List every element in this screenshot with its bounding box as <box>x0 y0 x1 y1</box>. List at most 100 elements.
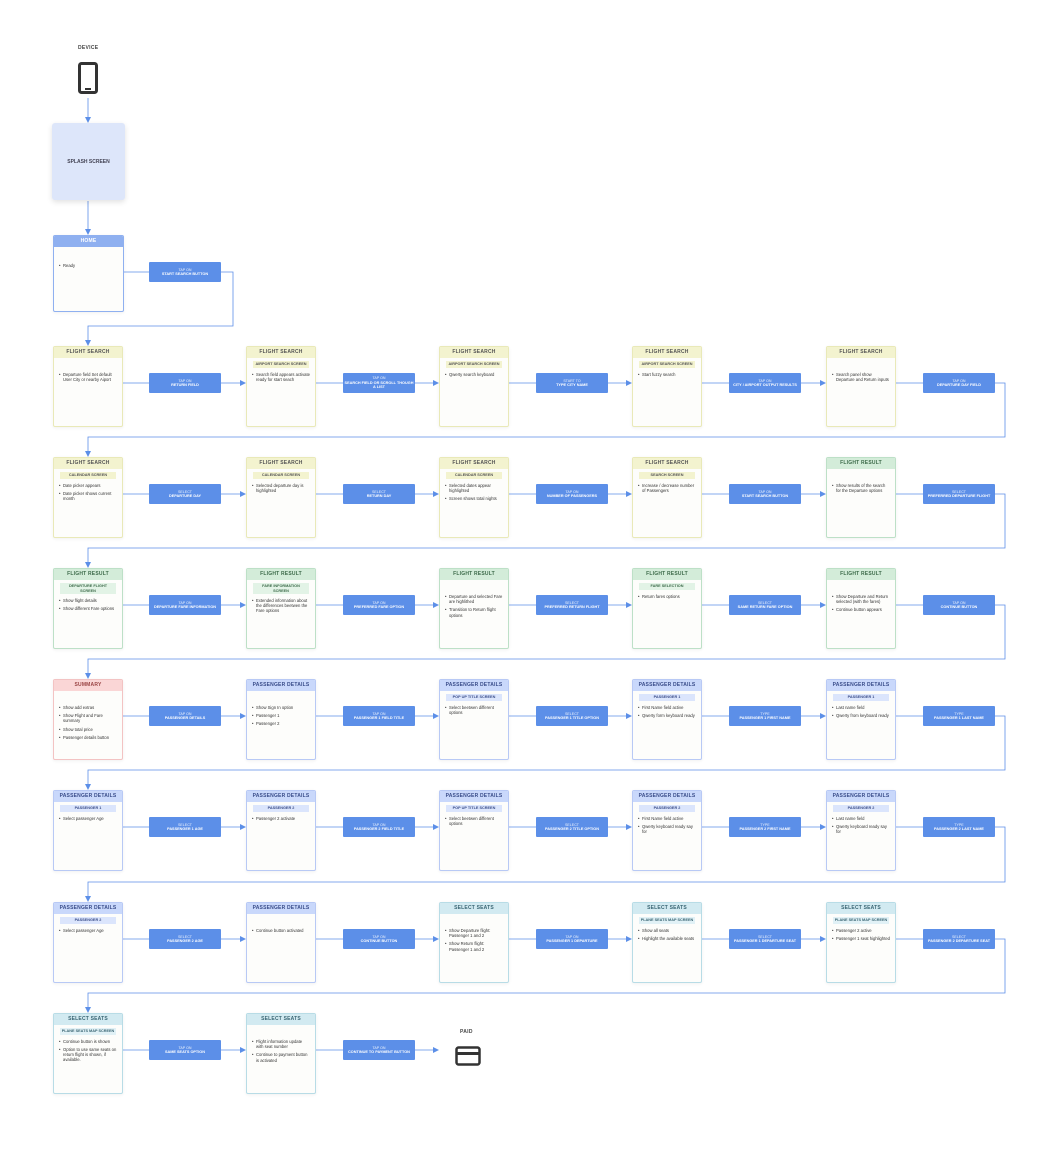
connector-line <box>85 826 1006 902</box>
step-subtitle: POP UP TITLE SCREEN <box>446 694 502 701</box>
step-title: PASSENGER DETAILS <box>54 903 122 914</box>
step-title: PASSENGER DETAILS <box>247 791 315 802</box>
action-verb: SELECT <box>758 934 772 939</box>
step-item: Qwerty search keyboard <box>445 372 503 377</box>
action-target: CONTINUE TO PAYMENT BUTTON <box>348 1049 410 1054</box>
step-item: Show Return flight: Passenger 1 and 2 <box>445 941 503 951</box>
step-item: Passenger 2 <box>252 721 310 726</box>
step-card: SELECT SEATSShow Departure flight: Passe… <box>439 902 509 983</box>
action-target: CONTINUE BUTTON <box>940 604 978 609</box>
step-title: PASSENGER DETAILS <box>827 791 895 802</box>
connector-line <box>85 604 1006 679</box>
action-verb: TAP ON <box>372 600 386 605</box>
step-item: Show Departure flight: Passenger 1 and 2 <box>445 928 503 938</box>
step-item: Show Flight and Fare summary <box>59 713 117 723</box>
step-subtitle: PASSENGER 2 <box>253 805 309 812</box>
action-verb: TAP ON <box>758 489 772 494</box>
step-title: SELECT SEATS <box>827 903 895 914</box>
step-item: Passenger 2 active <box>832 928 890 933</box>
step-title: PASSENGER DETAILS <box>827 680 895 691</box>
action-verb: TAP ON <box>372 711 386 716</box>
step-item: Select passenger Age <box>59 816 117 821</box>
step-item: Selected departure day is highlighted <box>252 483 310 493</box>
action-verb: TAP ON <box>952 378 966 383</box>
step-item: Transition to Return flight options <box>445 607 503 617</box>
step-title: PASSENGER DETAILS <box>633 680 701 691</box>
step-item: Date picker shows current month <box>59 491 117 501</box>
step-subtitle: PASSENGER 2 <box>60 917 116 924</box>
step-title: FLIGHT SEARCH <box>247 458 315 469</box>
step-card: PASSENGER DETAILSContinue button activat… <box>246 902 316 983</box>
step-item: Show Sign In option <box>252 705 310 710</box>
step-card: SELECT SEATS PLANE SEATS MAP SCREEN Passen… <box>826 902 896 983</box>
step-title: FLIGHT RESULT <box>54 569 122 580</box>
step-title: FLIGHT SEARCH <box>633 347 701 358</box>
action-target: PASSENGER 1 FIRST NAME <box>739 715 791 720</box>
step-item: Search panel show Departure and Return i… <box>832 372 890 382</box>
action-target: PASSENGER 1 AGE <box>167 826 203 831</box>
action-target: TYPE CITY NAME <box>556 382 588 387</box>
action-verb: TYPE <box>954 711 964 716</box>
action-target: PASSENGER 2 AGE <box>167 938 203 943</box>
step-subtitle: PLANE SEATS MAP SCREEN <box>639 917 695 924</box>
step-subtitle: CALENDAR SCREEN <box>60 472 116 479</box>
action-target: CONTINUE BUTTON <box>360 938 398 943</box>
step-subtitle: CALENDAR SCREEN <box>446 472 502 479</box>
step-item: Passenger 2 activate <box>252 816 310 821</box>
step-item: Screen shows total nights <box>445 496 503 501</box>
step-item: Passenger details button <box>59 735 117 740</box>
connector-line <box>85 938 1006 1013</box>
action-verb: SELECT <box>952 934 966 939</box>
step-item: Show Departure and Return selected (with… <box>832 594 890 604</box>
action-verb: TAP ON <box>758 378 772 383</box>
step-title: FLIGHT SEARCH <box>54 347 122 358</box>
connector-line <box>85 715 1006 790</box>
splash-screen: SPLASH SCREEN <box>52 123 125 200</box>
action-target: START SEARCH BUTTON <box>161 271 209 276</box>
action-verb: TAP ON <box>372 822 386 827</box>
action-start-search: TAP ON START SEARCH BUTTON <box>149 262 221 282</box>
step-title: FLIGHT SEARCH <box>440 347 508 358</box>
action-verb: TAP ON <box>565 934 579 939</box>
step-item: First Name field active <box>638 816 696 821</box>
step-subtitle: PLANE SEATS MAP SCREEN <box>833 917 889 924</box>
step-item: Continue button is shown <box>59 1039 117 1044</box>
action-verb: TAP ON <box>372 376 386 381</box>
action-verb: SELECT <box>565 822 579 827</box>
action-verb: TAP ON <box>952 600 966 605</box>
action-target: PASSENGER 1 LAST NAME <box>934 715 984 720</box>
action-target: PASSENGER 2 DEPARTURE SEAT <box>927 938 991 943</box>
step-title: SUMMARY <box>54 680 122 691</box>
step-subtitle: AIRPORT SEARCH SCREEN <box>639 361 695 368</box>
step-title: FLIGHT RESULT <box>440 569 508 580</box>
step-subtitle: SEARCH SCREEN <box>639 472 695 479</box>
action-target: RETURN FIELD <box>171 382 199 387</box>
connector-line <box>85 271 234 346</box>
action-verb: SELECT <box>372 489 386 494</box>
device-label: DEVICE <box>78 45 99 51</box>
